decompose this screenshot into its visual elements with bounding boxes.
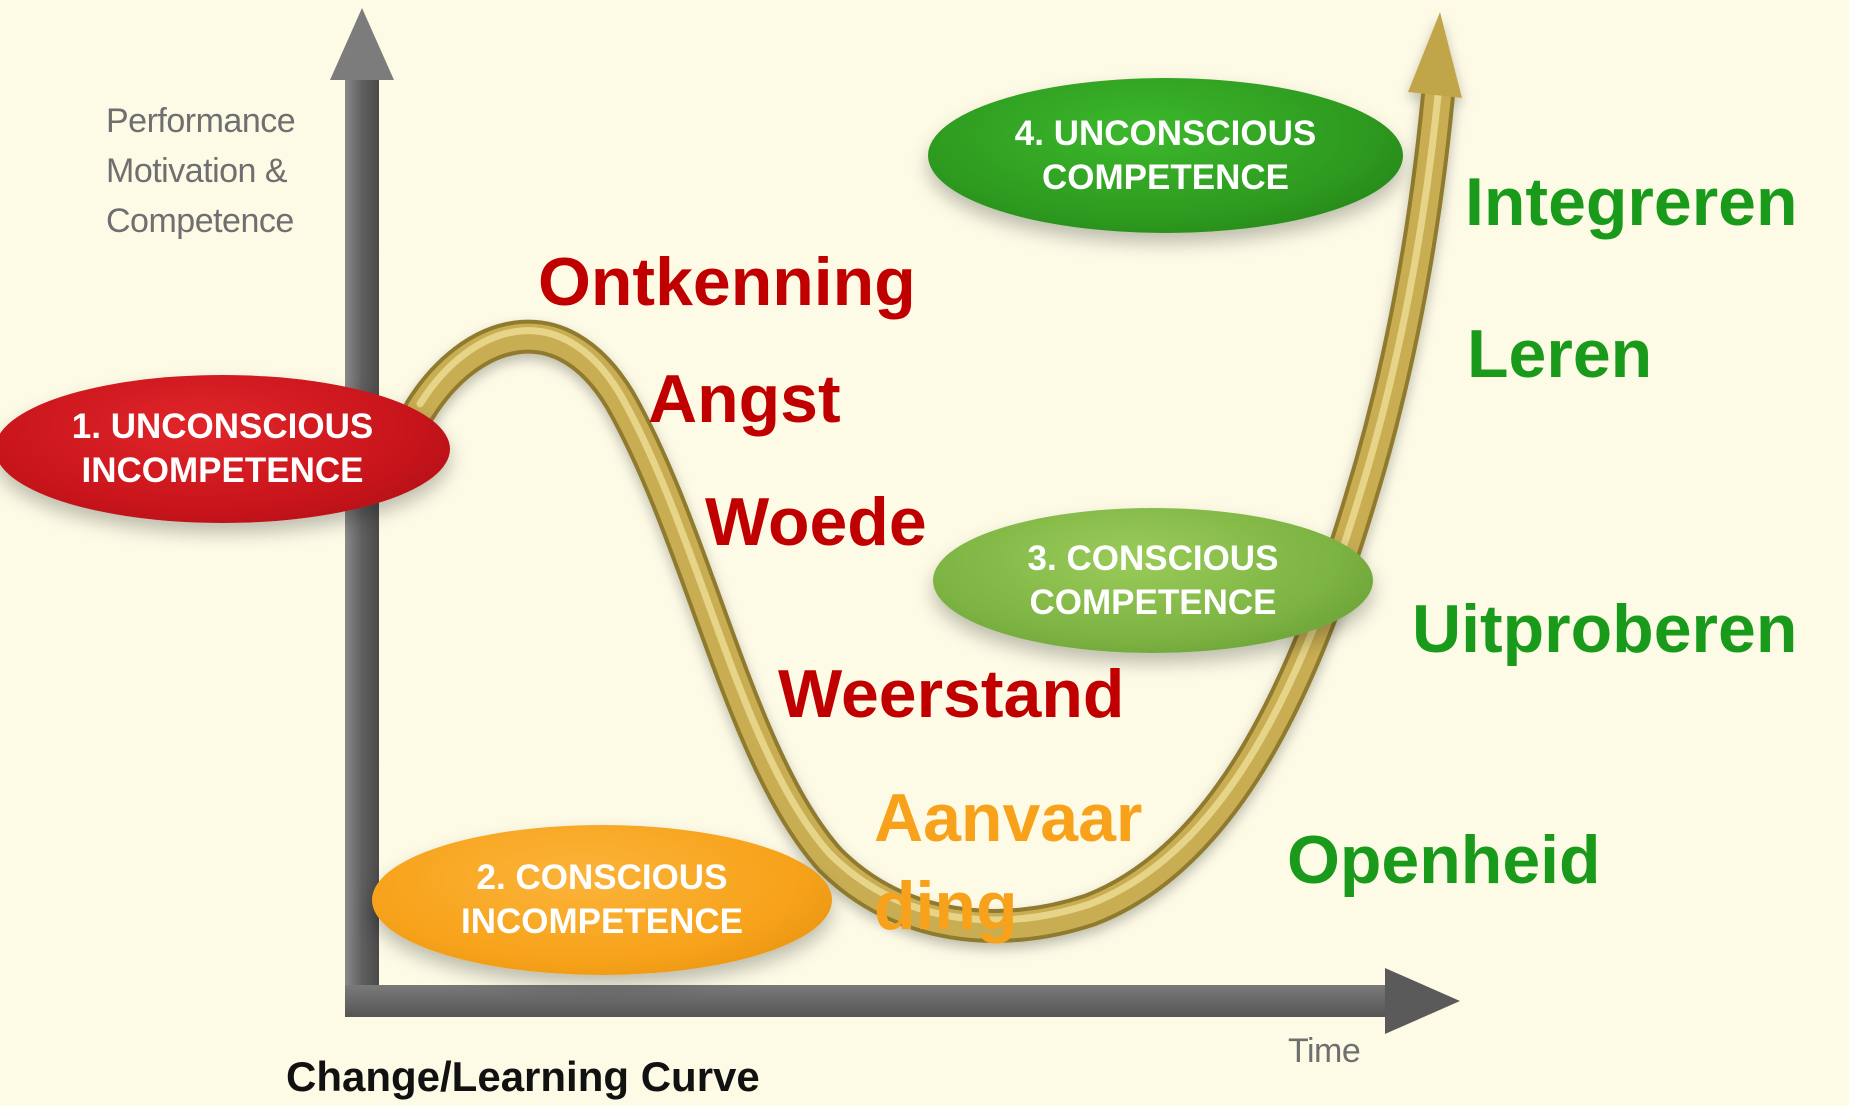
stage-2-line1: 2. CONSCIOUS [476,858,728,897]
stage-3-line1: 3. CONSCIOUS [1027,538,1279,578]
curve-ribbon-highlight [416,91,1442,924]
phase-angst: Angst [648,361,841,437]
stage-1-oval: 1. UNCONSCIOUS INCOMPETENCE [0,375,450,523]
phase-woede: Woede [705,484,927,560]
x-axis [345,968,1460,1034]
stage-4-line1: 4. UNCONSCIOUS [1014,113,1317,153]
phase-openheid: Openheid [1287,822,1601,898]
stage-3-line2: COMPETENCE [1029,582,1277,622]
stage-4-oval: 4. UNCONSCIOUS COMPETENCE [928,78,1403,233]
phase-aanvaarding-line2: ding [874,868,1018,944]
phase-aanvaarding: Aanvaar ding [874,774,1142,950]
phase-integreren: Integreren [1465,164,1798,240]
x-axis-label: Time [1288,1032,1361,1070]
phase-aanvaarding-line1: Aanvaar [874,780,1143,856]
phase-leren: Leren [1467,316,1653,392]
y-axis-label-line3: Competence [106,202,294,240]
learning-curve [403,12,1462,943]
phase-ontkenning: Ontkenning [538,244,916,320]
curve-arrowhead [1408,12,1462,98]
y-axis-label-line2: Motivation & [106,152,288,190]
stage-3-oval: 3. CONSCIOUS COMPETENCE [933,508,1373,653]
y-axis-label: Performance Motivation & Competence [106,96,296,246]
stage-1-line2: INCOMPETENCE [81,451,364,490]
diagram-caption: Change/Learning Curve [286,1053,760,1100]
phase-uitproberen: Uitproberen [1412,591,1798,667]
stage-2-line2: INCOMPETENCE [461,902,743,941]
y-axis [330,8,394,1015]
stage-2-oval: 2. CONSCIOUS INCOMPETENCE [372,825,832,975]
y-axis-label-line1: Performance [106,102,296,140]
phase-weerstand: Weerstand [778,656,1125,732]
stage-4-line2: COMPETENCE [1042,157,1289,197]
stage-1-line1: 1. UNCONSCIOUS [71,407,374,446]
